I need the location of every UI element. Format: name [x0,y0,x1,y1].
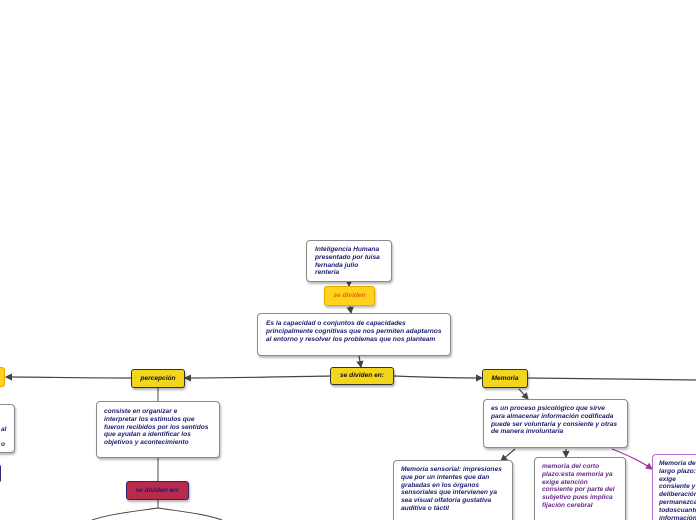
central-link-label[interactable]: se dividen en: [330,367,394,385]
root-link-text: se dividen [333,292,366,300]
percepcion-title: percepción [140,374,176,382]
edge-central-to-memoria [393,374,484,382]
memoria-corto-plazo-text: memoria del corto plazo:esta memoria ya … [542,463,615,509]
offscreen-purple-node[interactable] [0,464,1,483]
edge-description-to-sensorial [500,448,516,462]
memoria-description[interactable]: es un proceso psicológico que sirve para… [483,399,628,448]
memoria-largo-plazo-text: Memoria de largo plazo: exige consiente … [659,460,696,520]
edge-memoria-to-description [518,388,529,400]
offscreen-fragment-1: al [1,426,7,433]
definition-text: Es la capacidad o conjuntos de capacidad… [266,320,442,343]
root-node[interactable]: Inteligencia Humana presentado por luisa… [306,240,392,282]
memoria-title: Memoria [491,374,519,382]
percepcion-node[interactable]: percepción [131,369,185,388]
memoria-sensorial-node[interactable]: Memoria sensorial: impresiones que por u… [393,460,513,520]
percepcion-sublink[interactable]: se dividen en: [126,481,189,500]
edge-description-to-largo [611,448,653,470]
edge-central-to-percepcion [183,374,332,382]
percepcion-description-text: consiste en organizar e interpretar los … [104,408,209,447]
memoria-corto-plazo-node[interactable]: memoria del corto plazo:esta memoria ya … [534,457,626,520]
offscreen-description-node[interactable]: al o [0,404,15,453]
definition-node[interactable]: Es la capacidad o conjuntos de capacidad… [257,313,451,356]
offscreen-yellow-node[interactable] [0,367,5,387]
memoria-description-text: es un proceso psicológico que sirve para… [491,405,618,436]
edge-sublink-children [91,500,223,520]
root-link-label[interactable]: se dividen [324,286,375,306]
edge-definition-to-central [356,355,364,369]
root-text: Inteligencia Humana presentado por luisa… [315,246,380,277]
memoria-node[interactable]: Memoria [482,369,528,388]
memoria-largo-plazo-node[interactable]: Memoria de largo plazo: exige consiente … [652,454,696,520]
percepcion-sublink-text: se dividen en: [135,486,180,494]
edge-percepcion-to-offscreen [4,373,132,381]
edge-link-to-definition [346,305,354,315]
memoria-sensorial-text: Memoria sensorial: impresiones que por u… [401,466,502,512]
edge-memoria-to-offscreen [527,377,696,381]
percepcion-description[interactable]: consiste en organizar e interpretar los … [96,401,220,458]
central-link-text: se dividen en: [340,372,384,380]
offscreen-fragment-2: o [1,441,6,448]
